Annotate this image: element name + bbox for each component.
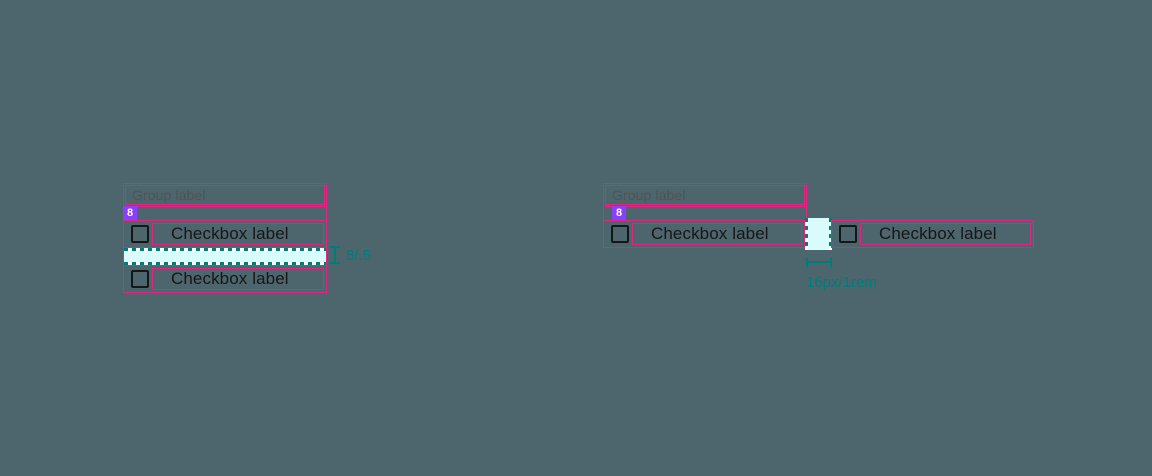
spacing-fill bbox=[124, 251, 326, 262]
dashed-edge-bottom bbox=[124, 262, 326, 265]
checkbox[interactable] bbox=[839, 225, 857, 243]
label-to-checkbox-gap: 8 bbox=[123, 206, 327, 221]
group-label: Group label bbox=[612, 187, 686, 203]
checkbox-row: Checkbox label bbox=[123, 220, 327, 248]
checkbox-label[interactable]: Checkbox label bbox=[879, 224, 997, 243]
checkbox-row: Checkbox label bbox=[123, 265, 327, 293]
group-label: Group label bbox=[132, 187, 206, 203]
checkbox[interactable] bbox=[611, 225, 629, 243]
spacing-token-badge: 8 bbox=[612, 206, 626, 221]
horizontal-spacing-annotation: 16px/1rem bbox=[806, 256, 877, 291]
checkbox-row: Checkbox label bbox=[831, 220, 1034, 248]
right-spec-group: Group label 8 Checkbox label Checkbox la… bbox=[603, 183, 1034, 291]
horizontal-measure-icon bbox=[806, 257, 832, 267]
checkbox-row: Checkbox label bbox=[603, 220, 805, 248]
dashed-edge-top bbox=[124, 248, 326, 251]
checkbox-label[interactable]: Checkbox label bbox=[171, 224, 289, 243]
spacing-token-badge: 8 bbox=[123, 206, 137, 221]
checkbox[interactable] bbox=[131, 225, 149, 243]
spacing-value: 16px/1rem bbox=[806, 274, 877, 291]
checkbox-label[interactable]: Checkbox label bbox=[651, 224, 769, 243]
group-label-box: Group label bbox=[123, 183, 327, 207]
label-to-checkbox-gap: 8 bbox=[603, 206, 807, 221]
vertical-spacing-strip bbox=[123, 248, 327, 265]
checkbox-row-band: Checkbox label Checkbox label bbox=[603, 218, 1034, 250]
horizontal-spacing-block bbox=[805, 218, 832, 250]
group-label-box: Group label bbox=[603, 183, 807, 207]
dashed-edge-right bbox=[829, 218, 832, 250]
spacing-fill bbox=[808, 218, 829, 250]
checkbox-label[interactable]: Checkbox label bbox=[171, 269, 289, 288]
spacing-value: 8/.5 bbox=[346, 246, 372, 264]
vertical-measure-icon bbox=[330, 246, 340, 264]
checkbox[interactable] bbox=[131, 270, 149, 288]
vertical-spacing-annotation: 8/.5 bbox=[329, 246, 371, 264]
left-spec-group: Group label 8 Checkbox label Checkbox la… bbox=[123, 183, 371, 293]
dashed-edge-left bbox=[805, 218, 808, 250]
